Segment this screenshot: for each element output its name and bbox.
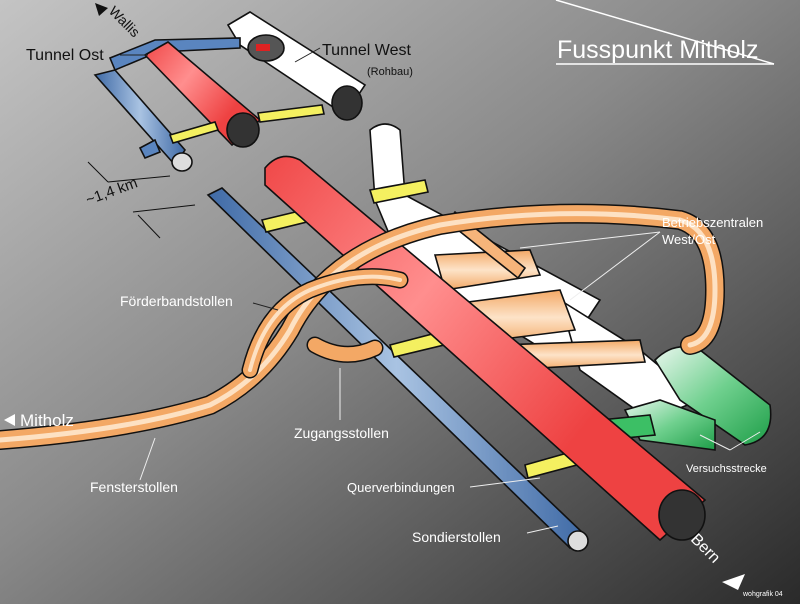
label-betriebszentralen: Betriebszentralen (662, 215, 763, 230)
title-underline (555, 0, 775, 65)
label-querverbindungen: Querverbindungen (347, 480, 455, 495)
page-title: Fusspunkt Mitholz (557, 36, 758, 64)
fensterstollen (0, 203, 726, 450)
label-betriebszentralen-2: West/Ost (662, 232, 716, 247)
label-tunnel-ost: Tunnel Ost (26, 47, 104, 64)
label-tunnel-west: Tunnel West (322, 42, 411, 59)
label-fensterstollen: Fensterstollen (90, 479, 178, 495)
querverbindung-lower-2 (368, 179, 429, 204)
querverbindung-upper-1 (168, 121, 220, 144)
label-foerderbandstollen: Förderbandstollen (120, 293, 233, 309)
label-mitholz: Mitholz (20, 411, 74, 430)
distance-marker (87, 161, 196, 239)
credit: wohgrafik 04 (742, 591, 783, 598)
querverbindung-upper-2 (257, 104, 325, 123)
arrow-north-icon (95, 3, 108, 16)
foerderbandstollen (241, 268, 409, 379)
tunnel-west-upper (226, 11, 367, 121)
sondierstollen-portal (567, 530, 589, 552)
train-icon (256, 44, 270, 51)
tunnel-ost-portal (658, 489, 706, 541)
label-tunnel-west-note: (Rohbau) (367, 66, 413, 78)
label-versuchsstrecke: Versuchsstrecke (686, 463, 767, 475)
arrow-south-icon (722, 574, 745, 590)
zugangsstollen (306, 336, 384, 363)
leader-lines (120, 47, 761, 534)
label-sondierstollen: Sondierstollen (412, 529, 501, 545)
versuchsstrecke-caverns (598, 345, 772, 451)
sondierstollen-upper (93, 37, 241, 172)
arrow-west-icon (4, 414, 15, 426)
label-zugangsstollen: Zugangsstollen (294, 425, 389, 441)
